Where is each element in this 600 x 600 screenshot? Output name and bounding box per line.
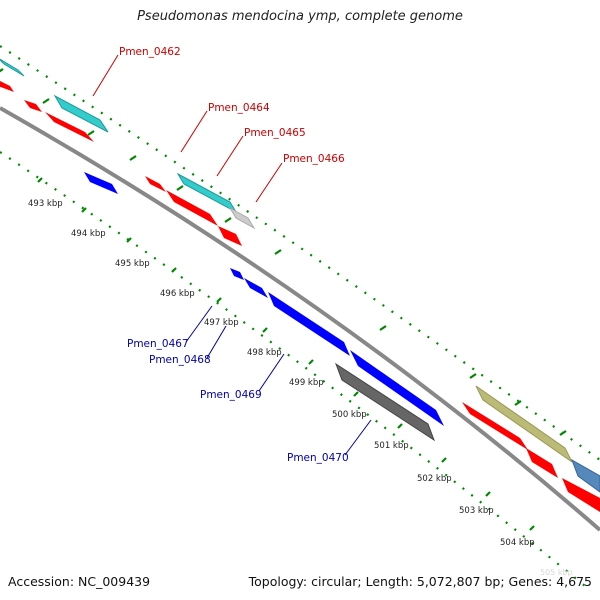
gray-feature [228,206,256,230]
olive-feature [475,385,573,463]
reverse-features [84,172,444,442]
gene-label: Pmen_0468 [149,354,211,366]
forward-gene-labels: Pmen_0462 Pmen_0464 Pmen_0465 Pmen_0466 [119,46,345,165]
blue-feature-4 [268,292,350,356]
gene-label: Pmen_0465 [244,127,306,139]
kbp-label: 502 kbp [417,474,452,484]
red-feature-3 [45,112,94,142]
reverse-leaders [185,305,372,456]
kbp-label: 493 kbp [28,199,63,209]
outer-ruler [0,45,600,591]
blue-feature-5 [350,350,444,426]
kbp-label: 496 kbp [160,289,195,299]
faint-mark: 505 kbp [540,568,573,577]
kbp-label: 497 kbp [204,318,239,328]
map-title: Pseudomonas mendocina ymp, complete geno… [137,9,463,24]
inner-ruler-ticks [37,177,535,531]
gene-label: Pmen_0470 [287,452,349,464]
kbp-label: 500 kbp [332,410,367,420]
steel-feature [571,458,600,493]
red-feature-2 [24,100,42,112]
accession-text: Accession: NC_009439 [8,574,151,589]
blue-feature-1 [84,172,118,194]
kbp-label: 499 kbp [289,378,324,388]
kbp-labels: 493 kbp 494 kbp 495 kbp 496 kbp 497 kbp … [28,199,535,548]
kbp-label: 503 kbp [459,506,494,516]
gene-label: Pmen_0462 [119,46,181,58]
outer-ruler-ticks [0,68,567,436]
red-feature-9 [562,478,600,512]
reverse-gene-labels: Pmen_0467 Pmen_0468 Pmen_0469 Pmen_0470 [127,338,349,464]
red-feature-8 [526,448,558,478]
kbp-label: 498 kbp [247,348,282,358]
topology-text: Topology: circular; Length: 5,072,807 bp… [248,574,592,589]
red-feature-7 [462,402,528,450]
red-feature-1 [0,81,14,92]
teal-feature-2 [53,94,109,133]
forward-leaders [92,54,283,203]
dark-feature [334,362,436,442]
forward-features [0,58,600,512]
gene-label: Pmen_0467 [127,338,189,350]
red-feature-5 [166,190,218,226]
kbp-label: 494 kbp [71,229,106,239]
gene-label: Pmen_0466 [283,153,345,165]
kbp-label: 504 kbp [500,538,535,548]
gene-label: Pmen_0464 [208,102,270,114]
teal-feature-1 [0,58,25,77]
kbp-label: 501 kbp [374,441,409,451]
blue-feature-3 [244,278,268,298]
red-feature-6 [218,226,242,246]
kbp-label: 495 kbp [115,259,150,269]
gene-label: Pmen_0469 [200,389,262,401]
blue-feature-2 [230,268,244,280]
red-feature-4 [145,176,166,192]
genome-backbone [0,106,600,532]
